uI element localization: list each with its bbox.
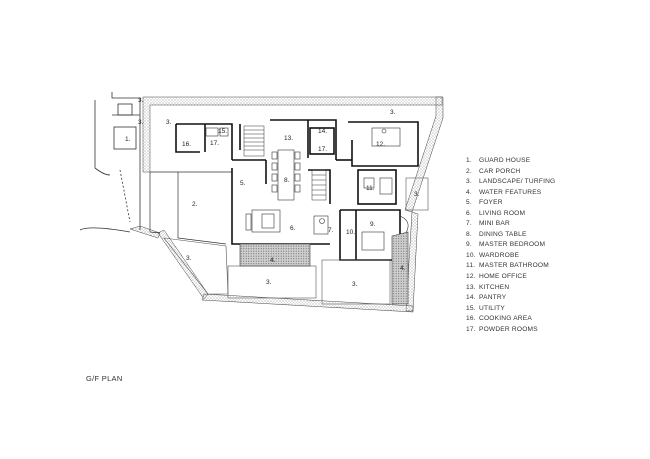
room-tag: 1.	[125, 136, 131, 143]
room-tag: 17.	[210, 140, 219, 147]
legend-item: 7.MINI BAR	[466, 220, 510, 228]
room-tag: 3.	[138, 97, 144, 104]
room-tag: 11.	[366, 185, 375, 192]
room-tag: 3.	[186, 255, 192, 262]
legend-item: 6.LIVING ROOM	[466, 209, 526, 217]
room-tag: 3.	[390, 109, 396, 116]
room-tag: 4.	[400, 265, 406, 272]
room-tag: 15.	[218, 128, 227, 135]
legend-item: 13.KITCHEN	[466, 283, 510, 291]
car-porch	[149, 171, 232, 245]
room-tag: 8.	[284, 177, 290, 184]
legend-item: 4.WATER FEATURES	[466, 188, 542, 196]
room-tag: 13.	[284, 135, 293, 142]
legend-item: 16.COOKING AREA	[466, 315, 532, 323]
legend-item: 1.GUARD HOUSE	[466, 157, 531, 164]
legend-item: 5.FOYER	[466, 199, 503, 207]
room-tag: 16.	[182, 141, 191, 148]
room-tag: 2.	[192, 201, 198, 208]
furniture	[205, 127, 409, 251]
legend-item: 8.DINING TABLE	[466, 230, 527, 238]
legend-item: 11.MASTER BATHROOM	[466, 262, 549, 270]
room-tag: 3.	[138, 119, 144, 126]
landscape-areas	[163, 177, 429, 305]
room-tag: 4.	[270, 257, 276, 264]
room-tag: 3.	[166, 119, 172, 126]
room-tag: 10.	[346, 229, 355, 236]
room-tag: 7.	[328, 227, 334, 234]
water-features	[239, 231, 409, 305]
legend-item: 2.CAR PORCH	[466, 167, 521, 175]
legend-item: 14.PANTRY	[466, 294, 507, 302]
legend-item: 17.POWDER ROOMS	[466, 325, 538, 333]
room-tag: 12.	[376, 141, 385, 148]
room-tag: 9.	[370, 221, 376, 228]
legend-item: 10.WARDROBE	[466, 251, 520, 259]
boundary-walls	[129, 96, 444, 313]
room-tag: 14.	[318, 128, 327, 135]
room-tag: 6.	[290, 225, 296, 232]
room-tag: 3.	[266, 279, 272, 286]
plan-title: G/F PLAN	[86, 374, 123, 383]
house-walls	[175, 119, 419, 261]
room-legend: 1.GUARD HOUSE 2.CAR PORCH 3.LANDSCAPE/ T…	[466, 156, 555, 335]
room-tag: 5.	[240, 180, 246, 187]
room-tag: 17.	[318, 146, 327, 153]
legend-item: 15.UTILITY	[466, 304, 505, 312]
legend-item: 3.LANDSCAPE/ TURFING	[466, 178, 556, 186]
guard-house-area	[79, 92, 141, 233]
room-tag: 3.	[414, 191, 420, 198]
legend-item: 9.MASTER BEDROOM	[466, 241, 546, 249]
room-number-tags: 1. 2. 3. 3. 3. 3. 3. 3. 3. 3. 4. 4. 5. 6…	[125, 97, 420, 288]
room-tag: 3.	[352, 281, 358, 288]
staircases	[243, 125, 327, 201]
legend-item: 12.HOME OFFICE	[466, 273, 527, 281]
